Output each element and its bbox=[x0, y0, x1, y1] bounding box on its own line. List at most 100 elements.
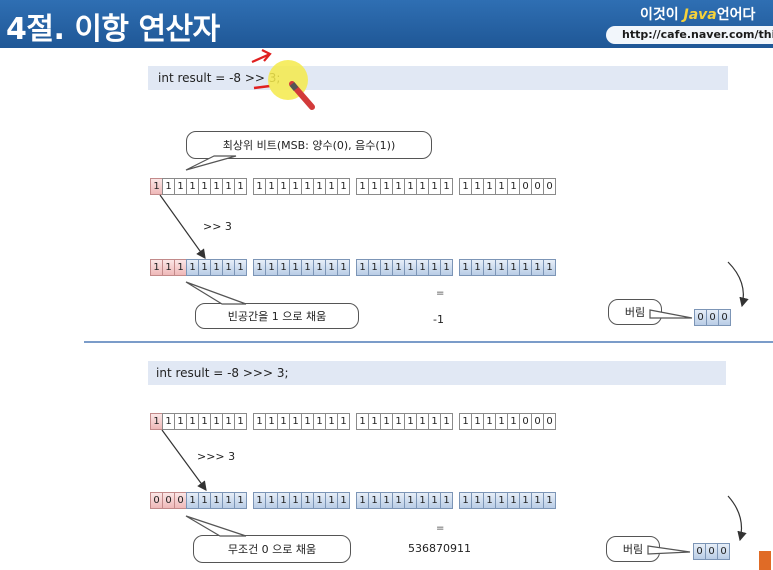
bit-cell: 1 bbox=[277, 492, 290, 509]
bit-cell: 1 bbox=[519, 492, 532, 509]
red-annotation-arrow bbox=[251, 49, 272, 64]
bit-cell: 1 bbox=[428, 259, 441, 276]
discard-arrow-2 bbox=[727, 495, 747, 542]
fill-callout-2: 무조건 0 으로 채움 bbox=[193, 535, 351, 563]
url-bar bbox=[606, 26, 773, 44]
msb-callout-tail bbox=[185, 155, 237, 171]
red-underline bbox=[253, 84, 271, 90]
bit-cell: 1 bbox=[198, 178, 211, 195]
bit-cell: 1 bbox=[313, 178, 326, 195]
result-value-1: -1 bbox=[433, 313, 444, 326]
bit-cell: 1 bbox=[222, 259, 235, 276]
bit-cell: 1 bbox=[459, 492, 472, 509]
bit-cell: 0 bbox=[717, 543, 730, 560]
bit-cell: 0 bbox=[718, 309, 731, 326]
cafe-url: http://cafe.naver.com/thisis bbox=[622, 28, 773, 41]
bit-cell: 0 bbox=[531, 178, 544, 195]
equals-sign-1: = bbox=[436, 288, 445, 299]
bit-cell: 1 bbox=[543, 259, 556, 276]
bit-cell: 1 bbox=[440, 492, 453, 509]
msb-callout: 최상위 비트(MSB: 양수(0), 음수(1)) bbox=[186, 131, 432, 159]
bit-cell: 1 bbox=[162, 259, 175, 276]
equals-sign-2: = bbox=[436, 523, 445, 534]
code-bar-2 bbox=[148, 361, 726, 385]
bit-cell: 1 bbox=[440, 178, 453, 195]
bit-cell: 1 bbox=[337, 413, 350, 430]
bit-cell: 1 bbox=[234, 492, 247, 509]
bit-cell: 1 bbox=[368, 492, 381, 509]
bit-cell: 0 bbox=[543, 178, 556, 195]
result-value-2: 536870911 bbox=[408, 542, 471, 555]
fill-callout-2-tail bbox=[185, 515, 247, 537]
shift-arrow-2 bbox=[161, 429, 207, 491]
bit-cell: 0 bbox=[162, 492, 175, 509]
bit-cell: 1 bbox=[440, 259, 453, 276]
bit-cell: 1 bbox=[337, 259, 350, 276]
bit-cell: 1 bbox=[495, 259, 508, 276]
bit-cell: 0 bbox=[543, 413, 556, 430]
bit-cell: 1 bbox=[234, 259, 247, 276]
bit-cell: 1 bbox=[186, 259, 199, 276]
brand-logo: 이것이 Java언어다 bbox=[640, 4, 755, 24]
bit-cell: 1 bbox=[404, 178, 417, 195]
bit-cell: 1 bbox=[483, 413, 496, 430]
bit-cell: 1 bbox=[186, 492, 199, 509]
bit-cell: 1 bbox=[234, 413, 247, 430]
code-bar-1 bbox=[148, 66, 728, 90]
bit-cell: 1 bbox=[337, 178, 350, 195]
bit-cell: 1 bbox=[313, 492, 326, 509]
discard-callout-2-tail bbox=[647, 545, 691, 555]
brand-prefix: 이것이 bbox=[640, 7, 684, 23]
bit-cell: 1 bbox=[222, 178, 235, 195]
page-title: 4절. 이항 연산자 bbox=[6, 12, 220, 47]
shift-label-2: >>> 3 bbox=[197, 450, 236, 463]
section-divider bbox=[84, 341, 773, 343]
bit-cell: 1 bbox=[337, 492, 350, 509]
code-line-2: int result = -8 >>> 3; bbox=[156, 366, 289, 380]
fill-callout-1-tail bbox=[185, 281, 247, 305]
bit-cell: 1 bbox=[234, 178, 247, 195]
bit-cell: 1 bbox=[507, 492, 520, 509]
bit-cell: 1 bbox=[356, 259, 369, 276]
corner-mark bbox=[759, 551, 771, 570]
discard-arrow-1 bbox=[727, 261, 749, 308]
brand-java: Java bbox=[683, 7, 717, 23]
bit-cell: 1 bbox=[543, 492, 556, 509]
bit-cell: 0 bbox=[705, 543, 718, 560]
bit-cell: 1 bbox=[253, 413, 266, 430]
bit-cell: 1 bbox=[440, 413, 453, 430]
pencil-cursor-icon bbox=[289, 81, 315, 110]
bit-cell: 1 bbox=[392, 413, 405, 430]
code-line-1: int result = -8 >> 3; bbox=[158, 71, 281, 85]
shift-label-1: >> 3 bbox=[203, 220, 232, 233]
discard-callout-1-tail bbox=[649, 309, 693, 319]
brand-suffix: 언어다 bbox=[716, 7, 756, 23]
bit-cell: 1 bbox=[416, 178, 429, 195]
fill-callout-1: 빈공간을 1 으로 채움 bbox=[195, 303, 359, 329]
bit-cell: 1 bbox=[301, 492, 314, 509]
